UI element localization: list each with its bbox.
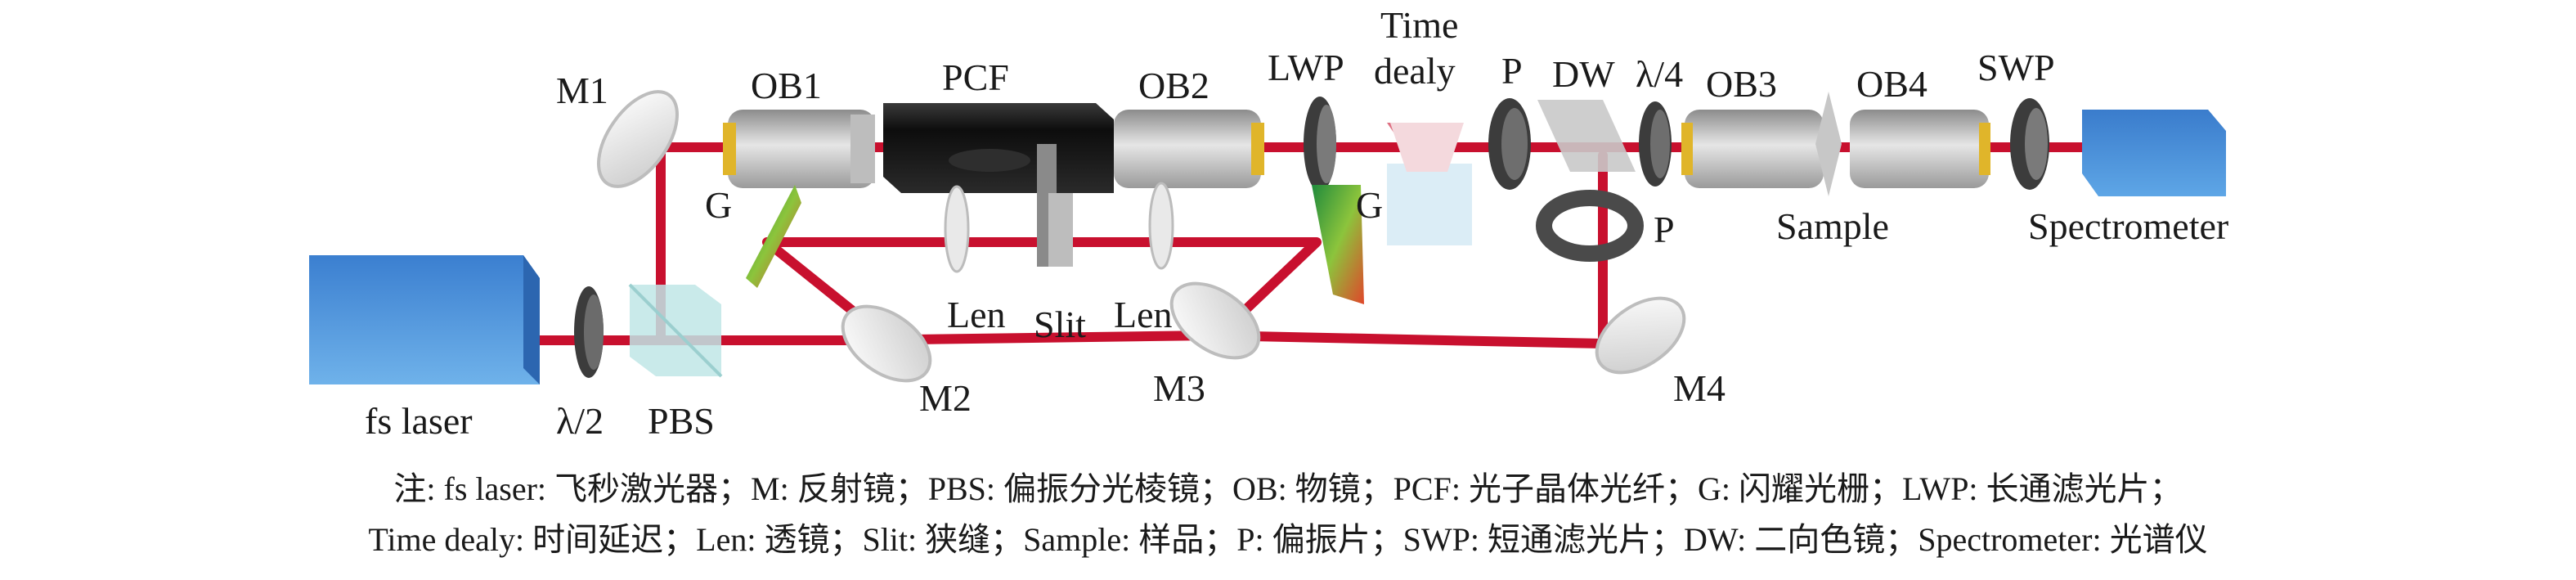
objective-ob1 [723, 110, 875, 188]
label-pcf: PCF [942, 56, 1009, 98]
polarizer-lower [1536, 190, 1644, 262]
pcf-fiber-box [883, 103, 1114, 193]
fs-laser-body [309, 255, 540, 384]
caption-line-2: Time dealy: 时间延迟；Len: 透镜；Slit: 狭缝；Sample… [368, 521, 2208, 558]
sample-slide [1815, 92, 1842, 196]
label-swp: SWP [1977, 47, 2055, 88]
label-qwp: λ/4 [1636, 53, 1684, 95]
caption-line-1: 注: fs laser: 飞秒激光器；M: 反射镜；PBS: 偏振分光棱镜；OB… [393, 470, 2183, 507]
mirror-m1 [597, 90, 679, 188]
grating-left [746, 185, 801, 288]
label-sample: Sample [1776, 205, 1889, 247]
label-len-right: Len [1114, 294, 1173, 335]
label-lwp: LWP [1268, 47, 1344, 88]
label-m3: M3 [1153, 367, 1205, 409]
label-m4: M4 [1673, 367, 1726, 409]
pbs-cube [628, 283, 723, 378]
grating-right [1312, 185, 1364, 304]
objective-ob3 [1681, 110, 1824, 188]
label-g-left: G [705, 184, 733, 226]
label-p-top: P [1501, 50, 1523, 92]
label-m2: M2 [919, 377, 972, 419]
mirror-m3 [1169, 281, 1261, 360]
label-time-line2: dealy [1374, 50, 1456, 92]
label-ob3: OB3 [1706, 63, 1777, 105]
short-wave-pass-filter [2010, 98, 2049, 190]
slit-holder [1037, 144, 1073, 267]
lens-left [944, 185, 970, 273]
label-ob1: OB1 [751, 65, 822, 106]
mirror-m4 [1595, 296, 1686, 375]
mirror-m2 [841, 304, 932, 383]
quarter-wave-plate [1639, 101, 1672, 187]
label-m1: M1 [556, 70, 608, 111]
objective-ob2 [1114, 110, 1264, 188]
polarizer-top [1488, 98, 1531, 190]
spectrometer-body [2082, 110, 2226, 196]
label-len-left: Len [947, 294, 1006, 335]
label-ob2: OB2 [1138, 65, 1209, 106]
label-g-right: G [1356, 184, 1384, 226]
dichroic-mirror [1537, 100, 1636, 172]
label-time-line1: Time [1380, 4, 1459, 46]
optical-setup-diagram: M1 OB1 PCF OB2 LWP Time dealy P DW λ/4 O… [309, 4, 2229, 442]
label-ob4: OB4 [1856, 63, 1928, 105]
label-hwp: λ/2 [556, 400, 604, 442]
label-spectrometer: Spectrometer [2028, 205, 2229, 247]
label-dw: DW [1552, 53, 1615, 95]
label-fs-laser: fs laser [365, 400, 473, 442]
half-wave-plate [574, 286, 604, 378]
label-p-lower: P [1654, 209, 1675, 250]
label-slit: Slit [1034, 303, 1086, 345]
label-pbs: PBS [648, 400, 715, 442]
long-wave-pass-filter [1304, 97, 1336, 191]
lens-right [1148, 182, 1174, 270]
time-delay-stage [1387, 123, 1472, 245]
objective-ob4 [1850, 110, 1990, 188]
